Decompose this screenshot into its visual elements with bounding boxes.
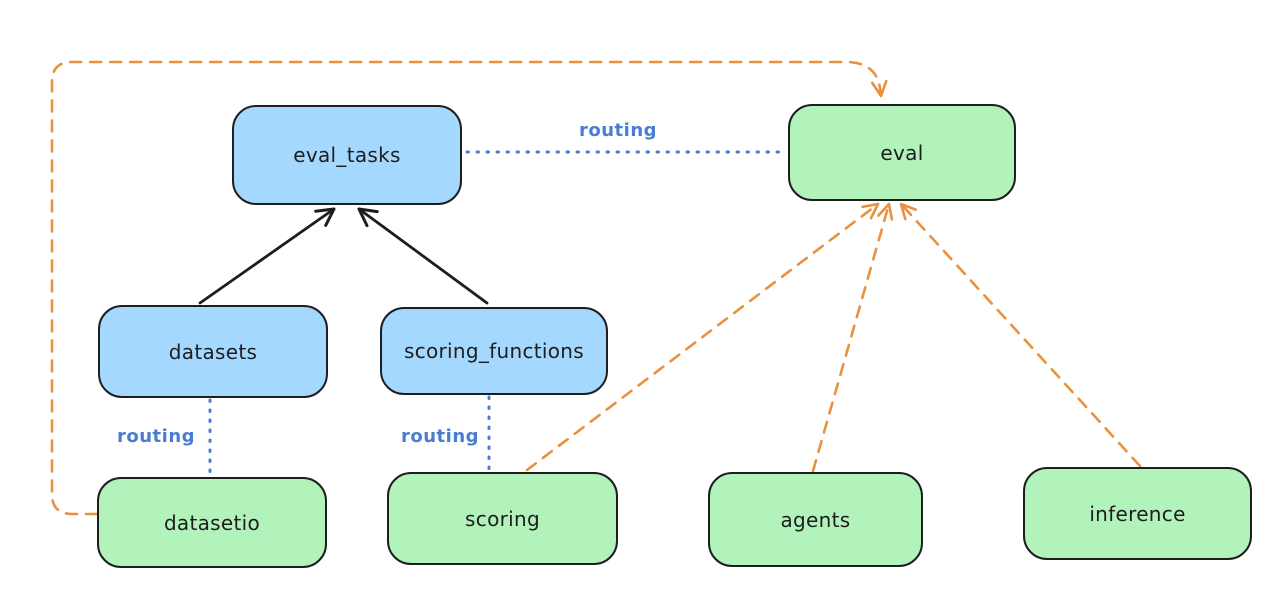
- node-datasets-label: datasets: [168, 339, 258, 364]
- node-eval-label: eval: [880, 140, 924, 165]
- edge-scoring-to-eval: [525, 202, 880, 472]
- node-inference-label: inference: [1089, 501, 1186, 526]
- routing-label-eval-tasks-eval: routing: [579, 120, 658, 141]
- routing-label-scoring-functions-scoring: routing: [401, 426, 480, 447]
- edge-agents-to-eval: [811, 202, 894, 473]
- edge-datasetio-to-eval: [50, 60, 888, 516]
- edge-scoring-functions-to-eval-tasks: [357, 207, 489, 305]
- node-eval-tasks: eval_tasks: [232, 105, 462, 205]
- node-agents-label: agents: [780, 507, 851, 532]
- node-scoring-functions-label: scoring_functions: [403, 339, 585, 363]
- edge-datasets-to-eval-tasks: [198, 207, 336, 305]
- node-scoring-label: scoring: [465, 506, 540, 531]
- node-scoring: scoring: [387, 472, 618, 565]
- routing-label-datasets-datasetio: routing: [117, 426, 196, 447]
- node-eval: eval: [788, 104, 1016, 201]
- node-inference: inference: [1023, 467, 1252, 560]
- node-scoring-functions: scoring_functions: [380, 307, 608, 395]
- edge-inference-to-eval: [899, 202, 1142, 468]
- node-eval-tasks-label: eval_tasks: [293, 143, 401, 167]
- node-agents: agents: [708, 472, 923, 567]
- node-datasetio: datasetio: [97, 477, 327, 568]
- node-datasets: datasets: [98, 305, 328, 398]
- node-datasetio-label: datasetio: [163, 510, 261, 535]
